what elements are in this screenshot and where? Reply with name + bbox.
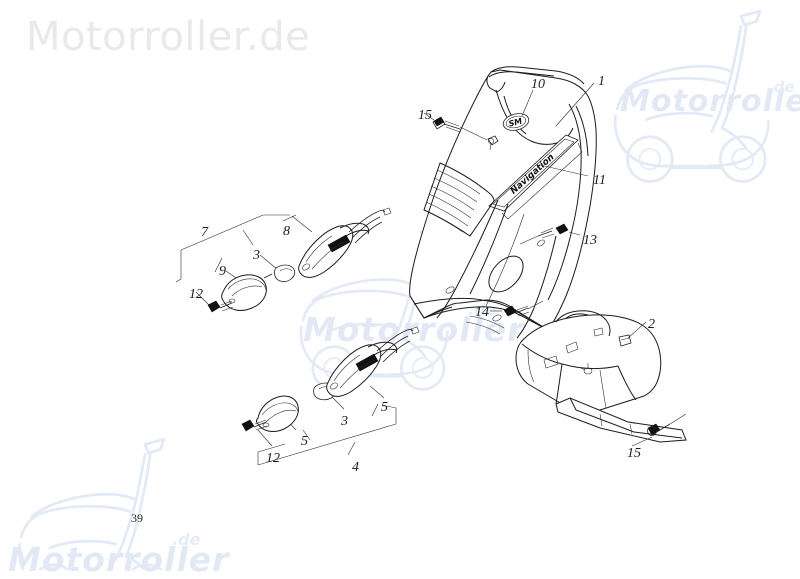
leader-line-15b [669,413,687,425]
leader-line-1 [555,82,595,127]
callout-11: 11 [593,173,606,188]
turn-signal-body-left [298,207,392,278]
callout-3-upper: 3 [253,248,260,263]
scooter-logo [613,9,770,183]
callout-14: 14 [475,305,489,320]
mount-eyelet [492,314,502,322]
watermark-suffix-top-right: .de [768,78,795,96]
leader-line-2 [627,321,647,339]
page-number: 39 [131,511,143,525]
callout-15-lower: 15 [627,446,641,461]
screw-lower [503,305,530,317]
leader-line-13 [519,235,539,245]
leader-line-15a [459,126,488,141]
screw-upper-left [432,116,461,133]
callout-4: 4 [352,460,359,475]
watermark-suffix-center: .de [468,300,497,319]
callout-8: 8 [283,224,290,239]
turn-signal-lens-lower [256,395,299,432]
turn-signal-body-lower [326,326,420,397]
headlight-housing [515,310,687,443]
front-cover-panel: SM Navigation [409,66,597,339]
callout-5-upper: 5 [381,400,388,415]
turn-signal-lens-upper [221,274,267,311]
callout-7: 7 [201,225,208,240]
leader-line-13-label [568,231,581,236]
bracket-group-lower [257,385,397,466]
callout-1: 1 [598,74,605,89]
screw-lens-upper [207,300,234,313]
watermark-suffix-bottom-left: .de [172,530,201,549]
callout-13: 13 [583,233,597,248]
callout-3-lower: 3 [341,414,348,429]
leader-line-14 [527,300,544,310]
callout-5-lower: 5 [301,434,308,449]
leader-line-15b-label [631,436,653,447]
screw-right [537,223,569,239]
sm-emblem-text: SM [508,117,524,129]
panel-clip-stud [487,135,499,151]
callout-9: 9 [219,264,226,279]
leader-line-11 [539,164,589,177]
scooter-logo [17,437,174,570]
mount-eyelet [537,239,545,247]
lens-screw-upper [263,264,296,282]
screw-housing-lower [647,423,671,436]
callout-2: 2 [648,317,655,332]
callout-15-upper: 15 [418,108,432,123]
callout-12-upper: 12 [189,287,203,302]
leader-line-10 [521,89,534,117]
callout-12-lower: 12 [266,451,280,466]
mount-eyelet [445,286,455,294]
watermark-text-top-left: Motorroller.de [26,14,311,60]
watermark-text-top-right: Motorroller [620,84,800,119]
screw-lens-lower [241,419,268,432]
watermark-text-center: Motorroller [303,310,525,349]
callout-10: 10 [531,77,545,92]
leader-line-15a-label [423,112,435,121]
